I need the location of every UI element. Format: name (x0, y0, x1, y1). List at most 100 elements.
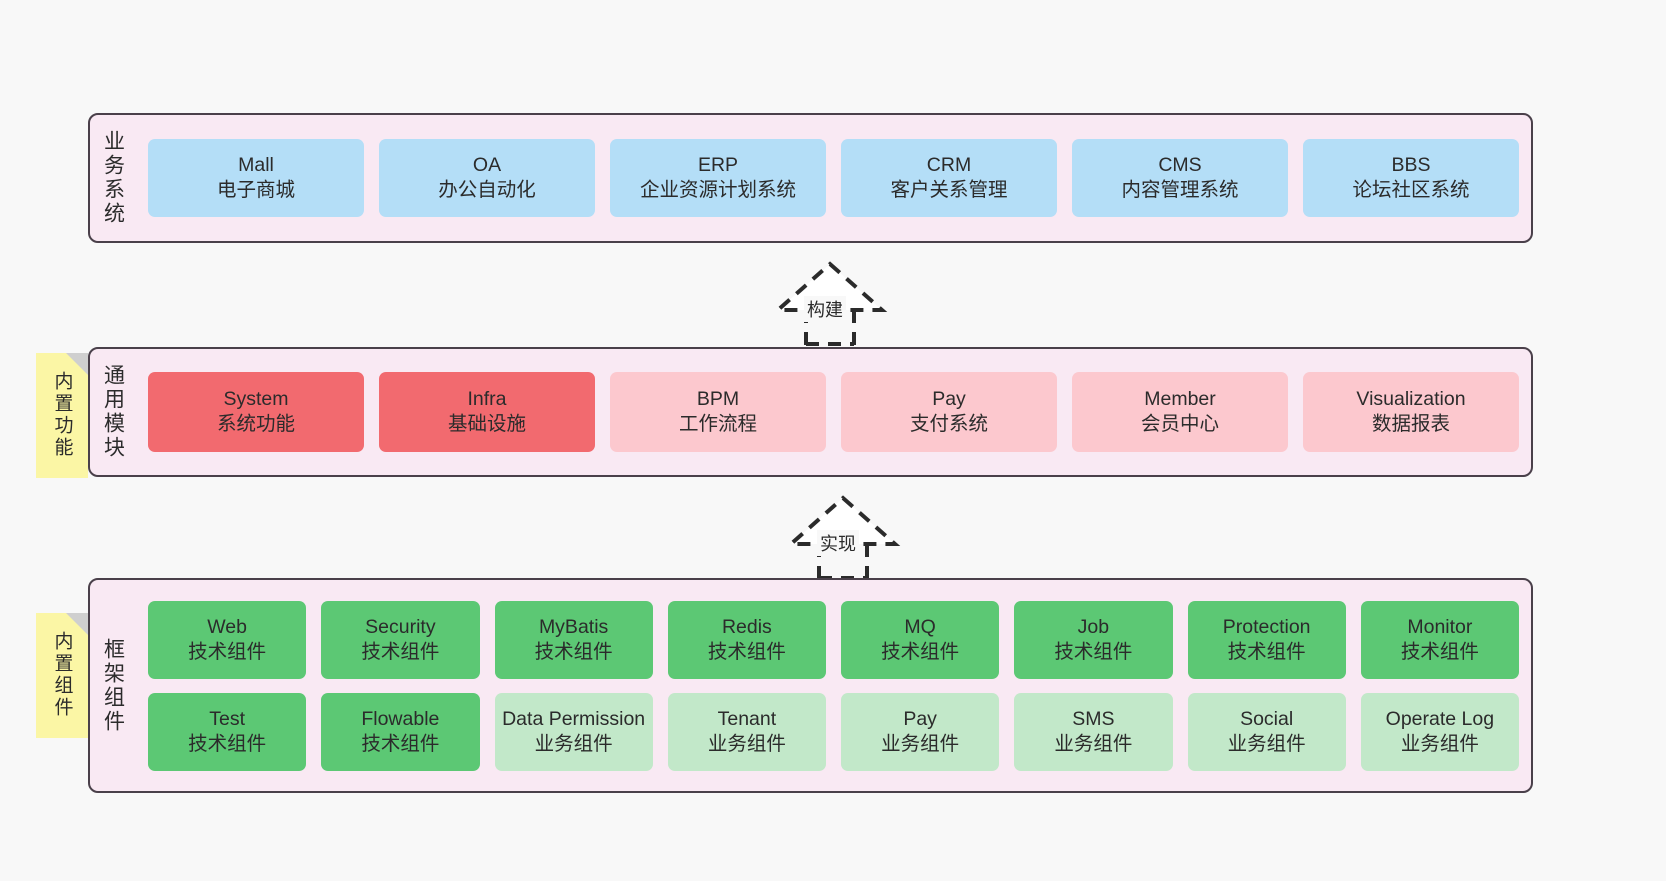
layer-business-systems[interactable]: 业务系统 Mall 电子商城 OA 办公自动化 ERP 企业资源计划系统 CRM… (88, 113, 1533, 243)
node-subtitle: 办公自动化 (438, 179, 536, 201)
node-member[interactable]: Member 会员中心 (1072, 372, 1288, 452)
node-title: Protection (1222, 615, 1311, 638)
node-title: Tenant (717, 707, 777, 730)
node-security[interactable]: Security 技术组件 (321, 600, 480, 679)
node-subtitle: 会员中心 (1140, 413, 1219, 435)
node-title: Pay (903, 707, 937, 730)
node-sms[interactable]: SMS 业务组件 (1014, 692, 1173, 771)
node-subtitle: 技术组件 (361, 732, 440, 755)
connector-implement: 实现 (768, 492, 918, 580)
node-subtitle: 业务组件 (1054, 732, 1133, 755)
node-subtitle: 内容管理系统 (1121, 179, 1239, 201)
node-title: Web (207, 615, 247, 638)
node-subtitle: 技术组件 (1400, 640, 1479, 663)
layer-framework-components[interactable]: 框架组件 Web 技术组件 Security 技术组件 MyBatis 技术组件… (88, 578, 1533, 793)
node-subtitle: 技术组件 (361, 640, 440, 663)
node-subtitle: 基础设施 (447, 413, 526, 435)
node-title: Security (365, 615, 436, 638)
node-title: OA (472, 154, 502, 177)
node-protection[interactable]: Protection 技术组件 (1187, 600, 1346, 679)
layer-body-framework-components: Web 技术组件 Security 技术组件 MyBatis 技术组件 Redi… (136, 580, 1531, 791)
node-mybatis[interactable]: MyBatis 技术组件 (494, 600, 653, 679)
node-subtitle: 业务组件 (534, 732, 613, 755)
node-title: Member (1144, 388, 1216, 411)
node-title: Pay (932, 388, 966, 411)
node-title: Operate Log (1385, 707, 1495, 730)
node-title: CMS (1158, 154, 1202, 177)
node-data-permission[interactable]: Data Permission 业务组件 (494, 692, 653, 771)
node-tenant[interactable]: Tenant 业务组件 (667, 692, 826, 771)
layer-common-modules[interactable]: 通用模块 System 系统功能 Infra 基础设施 BPM 工作流程 Pay… (88, 347, 1533, 477)
node-title: ERP (697, 154, 739, 177)
node-title: CRM (926, 154, 972, 177)
node-subtitle: 数据报表 (1371, 413, 1450, 435)
node-subtitle: 企业资源计划系统 (639, 179, 796, 201)
node-operate-log[interactable]: Operate Log 业务组件 (1360, 692, 1519, 771)
node-pay[interactable]: Pay 支付系统 (841, 372, 1057, 452)
node-subtitle: 业务组件 (881, 732, 960, 755)
connector-build: 构建 (755, 258, 905, 346)
node-subtitle: 系统功能 (216, 413, 295, 435)
node-bbs[interactable]: BBS 论坛社区系统 (1303, 139, 1519, 217)
fold-corner-icon (66, 613, 88, 635)
node-redis[interactable]: Redis 技术组件 (667, 600, 826, 679)
node-test[interactable]: Test 技术组件 (148, 692, 307, 771)
node-title: MyBatis (538, 615, 609, 638)
node-title: System (223, 388, 289, 411)
node-mq[interactable]: MQ 技术组件 (841, 600, 1000, 679)
node-title: Flowable (361, 707, 440, 730)
node-flowable[interactable]: Flowable 技术组件 (321, 692, 480, 771)
layer-body-business-systems: Mall 电子商城 OA 办公自动化 ERP 企业资源计划系统 CRM 客户关系… (136, 115, 1531, 241)
connector-label-implement: 实现 (817, 530, 859, 556)
node-social[interactable]: Social 业务组件 (1187, 692, 1346, 771)
node-row: System 系统功能 Infra 基础设施 BPM 工作流程 Pay 支付系统… (148, 372, 1519, 452)
node-row: Mall 电子商城 OA 办公自动化 ERP 企业资源计划系统 CRM 客户关系… (148, 139, 1519, 217)
layer-label-common-modules: 通用模块 (101, 364, 125, 460)
node-mall[interactable]: Mall 电子商城 (148, 139, 364, 217)
node-subtitle: 业务组件 (1400, 732, 1479, 755)
node-infra[interactable]: Infra 基础设施 (379, 372, 595, 452)
node-subtitle: 论坛社区系统 (1352, 179, 1470, 201)
layer-label-framework-components: 框架组件 (101, 637, 125, 734)
node-monitor[interactable]: Monitor 技术组件 (1360, 600, 1519, 679)
node-title: MQ (904, 615, 936, 638)
node-bpm[interactable]: BPM 工作流程 (610, 372, 826, 452)
node-subtitle: 技术组件 (188, 732, 267, 755)
layer-body-common-modules: System 系统功能 Infra 基础设施 BPM 工作流程 Pay 支付系统… (136, 349, 1531, 475)
node-pay-business[interactable]: Pay 业务组件 (841, 692, 1000, 771)
fold-corner-icon (66, 353, 88, 375)
layer-label-business-systems: 业务系统 (101, 130, 125, 226)
node-title: Visualization (1356, 388, 1466, 411)
connector-label-build: 构建 (804, 296, 846, 322)
node-subtitle: 技术组件 (707, 640, 786, 663)
node-subtitle: 支付系统 (909, 413, 988, 435)
node-cms[interactable]: CMS 内容管理系统 (1072, 139, 1288, 217)
node-subtitle: 客户关系管理 (890, 179, 1008, 201)
node-oa[interactable]: OA 办公自动化 (379, 139, 595, 217)
node-visualization[interactable]: Visualization 数据报表 (1303, 372, 1519, 452)
node-title: Mall (238, 154, 274, 177)
sticky-note-text: 内置组件 (51, 630, 73, 719)
node-subtitle: 电子商城 (216, 179, 295, 201)
node-subtitle: 技术组件 (188, 640, 267, 663)
node-title: Test (209, 707, 245, 730)
node-title: BPM (696, 388, 740, 411)
node-job[interactable]: Job 技术组件 (1014, 600, 1173, 679)
node-row: Test 技术组件 Flowable 技术组件 Data Permission … (148, 692, 1519, 771)
node-crm[interactable]: CRM 客户关系管理 (841, 139, 1057, 217)
node-subtitle: 技术组件 (881, 640, 960, 663)
node-title: Infra (467, 388, 507, 411)
node-title: Job (1077, 615, 1110, 638)
node-title: Monitor (1407, 615, 1473, 638)
sticky-note-builtin-features: 内置功能 (36, 353, 88, 478)
node-title: Redis (721, 615, 772, 638)
node-system[interactable]: System 系统功能 (148, 372, 364, 452)
node-subtitle: 技术组件 (1054, 640, 1133, 663)
node-subtitle: 工作流程 (678, 413, 757, 435)
sticky-note-builtin-components: 内置组件 (36, 613, 88, 738)
node-subtitle: 业务组件 (1227, 732, 1306, 755)
node-web[interactable]: Web 技术组件 (148, 600, 307, 679)
node-erp[interactable]: ERP 企业资源计划系统 (610, 139, 826, 217)
sticky-note-text: 内置功能 (51, 370, 73, 459)
